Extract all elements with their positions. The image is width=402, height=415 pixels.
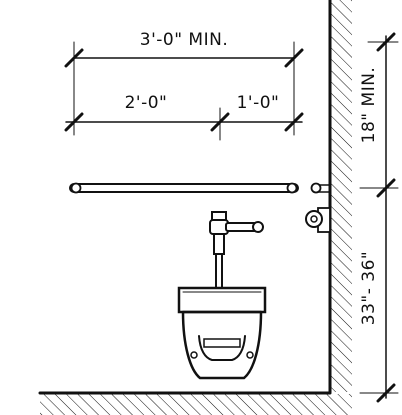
overall-width-label: 3'-0" MIN. — [140, 30, 228, 50]
grab-bar — [69, 182, 331, 194]
centerline-to-wall-label: 1'-0" — [237, 93, 280, 113]
vertical-height-dimension: 18" MIN. 33"- 36" — [356, 32, 399, 403]
split-width-dimension: 2'-0" 1'-0" — [64, 93, 304, 141]
side-wall — [328, 0, 352, 394]
flush-valve — [209, 211, 264, 289]
urinal-fixture — [177, 286, 267, 380]
bar-above-height-label: 18" MIN. — [359, 67, 379, 144]
overall-width-dimension: 3'-0" MIN. — [64, 30, 304, 136]
grab-bar-to-centerline-label: 2'-0" — [125, 93, 168, 113]
floor — [38, 391, 352, 415]
bar-height-label: 33"- 36" — [359, 251, 379, 325]
toilet-paper-holder — [305, 207, 331, 233]
